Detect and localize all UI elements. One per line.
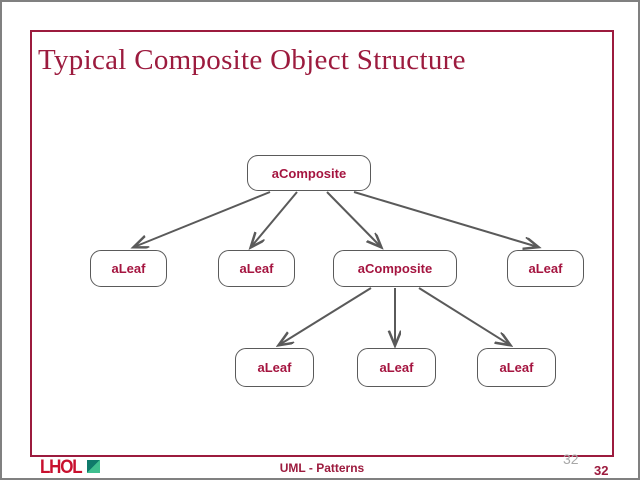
node-leaf-4[interactable]: aLeaf [235, 348, 314, 387]
node-label: aComposite [357, 261, 433, 276]
edge-composite2-leaf4 [279, 287, 372, 345]
brand-wordmark: LHOL [40, 455, 83, 478]
node-leaf-5[interactable]: aLeaf [357, 348, 436, 387]
edge-root-composite2 [326, 191, 381, 247]
node-label: aLeaf [528, 261, 563, 276]
edge-root-leaf3 [353, 191, 538, 247]
node-label: aLeaf [239, 261, 274, 276]
page-number: 32 [594, 463, 609, 478]
node-inner-composite[interactable]: aComposite [333, 250, 457, 287]
teal-square-icon [87, 460, 101, 473]
node-label: aLeaf [111, 261, 146, 276]
edge-composite2-leaf6 [418, 287, 510, 345]
node-label: aComposite [271, 165, 347, 181]
node-leaf-1[interactable]: aLeaf [90, 250, 167, 287]
edge-root-leaf2 [251, 191, 298, 247]
node-label: aLeaf [499, 360, 534, 375]
footer-subject-label: UML - Patterns [279, 461, 365, 475]
node-label: aLeaf [257, 360, 292, 375]
footer-logo: LHOL [40, 455, 101, 478]
node-leaf-6[interactable]: aLeaf [477, 348, 556, 387]
edge-root-leaf1 [134, 191, 271, 247]
node-root-composite[interactable]: aComposite [247, 155, 371, 191]
node-label: aLeaf [379, 360, 414, 375]
node-leaf-3[interactable]: aLeaf [507, 250, 584, 287]
page-title: Typical Composite Object Structure [38, 44, 466, 76]
node-leaf-2[interactable]: aLeaf [218, 250, 295, 287]
